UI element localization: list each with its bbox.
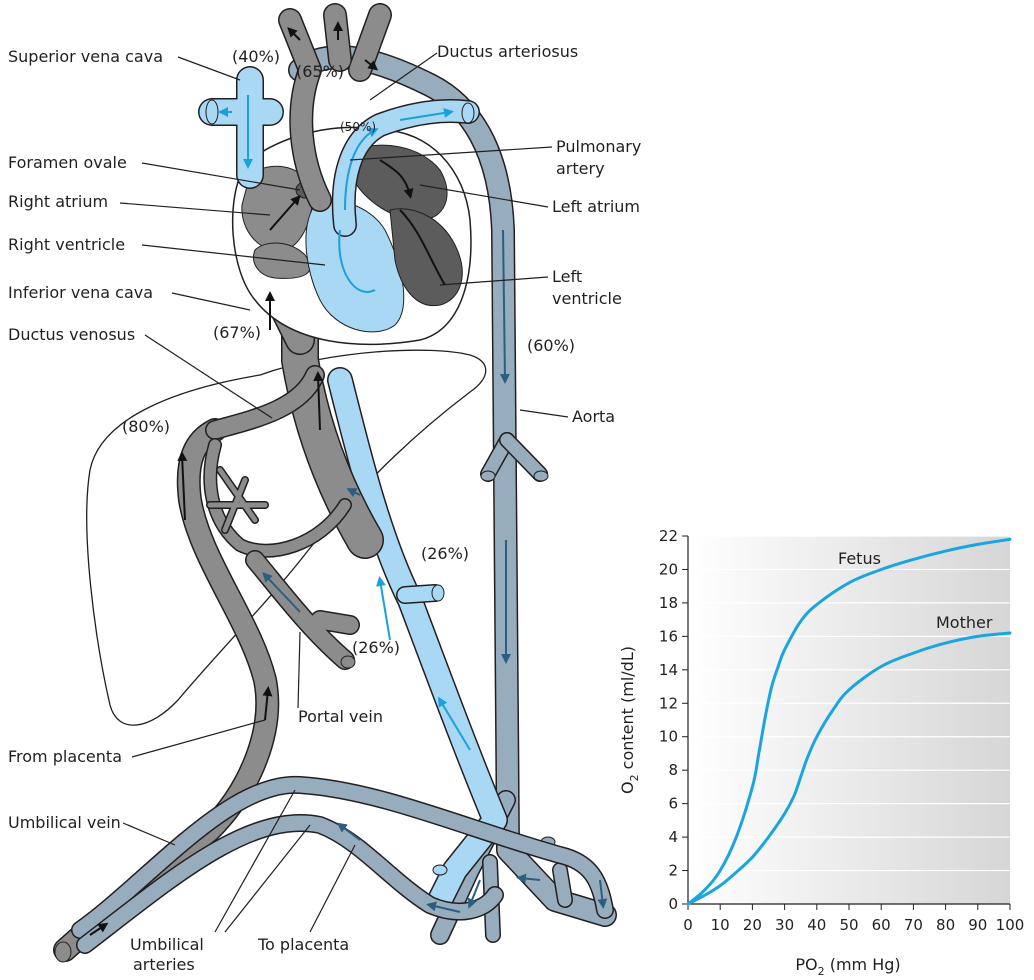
y-axis-title: O2 content (ml/dL) — [618, 646, 641, 794]
x-tick-label: 10 — [711, 916, 730, 934]
y-tick-label: 10 — [659, 728, 678, 746]
label-foramen-ovale: Foramen ovale — [8, 153, 127, 172]
x-tick-label: 30 — [775, 916, 794, 934]
y-tick-label: 6 — [668, 795, 678, 813]
sat-ivc-low: (26%) — [421, 544, 469, 563]
sat-ivc: (67%) — [213, 323, 261, 342]
sat-portal: (26%) — [352, 638, 400, 657]
label-right-atrium: Right atrium — [8, 192, 108, 211]
sat-arch: (65%) — [296, 62, 344, 81]
x-tick-label: 0 — [683, 916, 693, 934]
sat-svc: (40%) — [232, 47, 280, 66]
y-tick-label: 20 — [659, 560, 678, 578]
plot-area — [688, 536, 1010, 904]
x-tick-label: 80 — [936, 916, 955, 934]
y-ticks: 0 2 4 6 8 10 12 14 16 18 20 22 — [659, 527, 688, 913]
label-umbilical-arteries-2: arteries — [133, 955, 195, 974]
series-label-mother: Mother — [936, 613, 993, 632]
oxygen-dissociation-chart: 0 2 4 6 8 10 12 14 16 18 20 22 0 10 20 30 40 50 60 70 80 90 1… — [618, 527, 1024, 978]
y-tick-label: 2 — [668, 862, 678, 880]
y-tick-label: 16 — [659, 627, 678, 645]
x-tick-label: 50 — [839, 916, 858, 934]
label-from-placenta: From placenta — [8, 747, 122, 766]
y-tick-label: 18 — [659, 594, 678, 612]
x-tick-label: 60 — [872, 916, 891, 934]
label-pulmonary-artery-1: Pulmonary — [556, 137, 641, 156]
sat-aorta: (60%) — [527, 336, 575, 355]
sat-ductus-venosus: (80%) — [122, 417, 170, 436]
label-ductus-venosus: Ductus venosus — [8, 325, 135, 344]
label-umbilical-vein: Umbilical vein — [8, 813, 121, 832]
x-ticks: 0 10 20 30 40 50 60 70 80 90 100 — [683, 904, 1024, 934]
x-tick-label: 20 — [743, 916, 762, 934]
y-tick-label: 12 — [659, 694, 678, 712]
x-tick-label: 100 — [996, 916, 1025, 934]
y-tick-label: 22 — [659, 527, 678, 545]
y-tick-label: 0 — [668, 895, 678, 913]
label-ductus-arteriosus: Ductus arteriosus — [437, 42, 578, 61]
x-tick-label: 90 — [968, 916, 987, 934]
series-label-fetus: Fetus — [838, 549, 881, 568]
label-pulmonary-artery-2: artery — [556, 159, 605, 178]
x-tick-label: 70 — [904, 916, 923, 934]
y-tick-label: 4 — [668, 828, 678, 846]
y-tick-label: 8 — [668, 761, 678, 779]
label-left-ventricle-2: ventricle — [552, 289, 622, 308]
label-to-placenta: To placenta — [257, 935, 349, 954]
sat-pulmonary: (50%) — [340, 120, 376, 134]
y-tick-label: 14 — [659, 661, 678, 679]
label-superior-vena-cava: Superior vena cava — [8, 47, 163, 66]
label-aorta: Aorta — [572, 407, 615, 426]
label-left-ventricle-1: Left — [552, 267, 582, 286]
label-portal-vein: Portal vein — [298, 707, 383, 726]
label-right-ventricle: Right ventricle — [8, 235, 125, 254]
x-tick-label: 40 — [807, 916, 826, 934]
x-axis-title: PO2 (mm Hg) — [795, 955, 900, 978]
label-inferior-vena-cava: Inferior vena cava — [8, 283, 153, 302]
label-left-atrium: Left atrium — [552, 197, 640, 216]
label-umbilical-arteries-1: Umbilical — [130, 935, 204, 954]
